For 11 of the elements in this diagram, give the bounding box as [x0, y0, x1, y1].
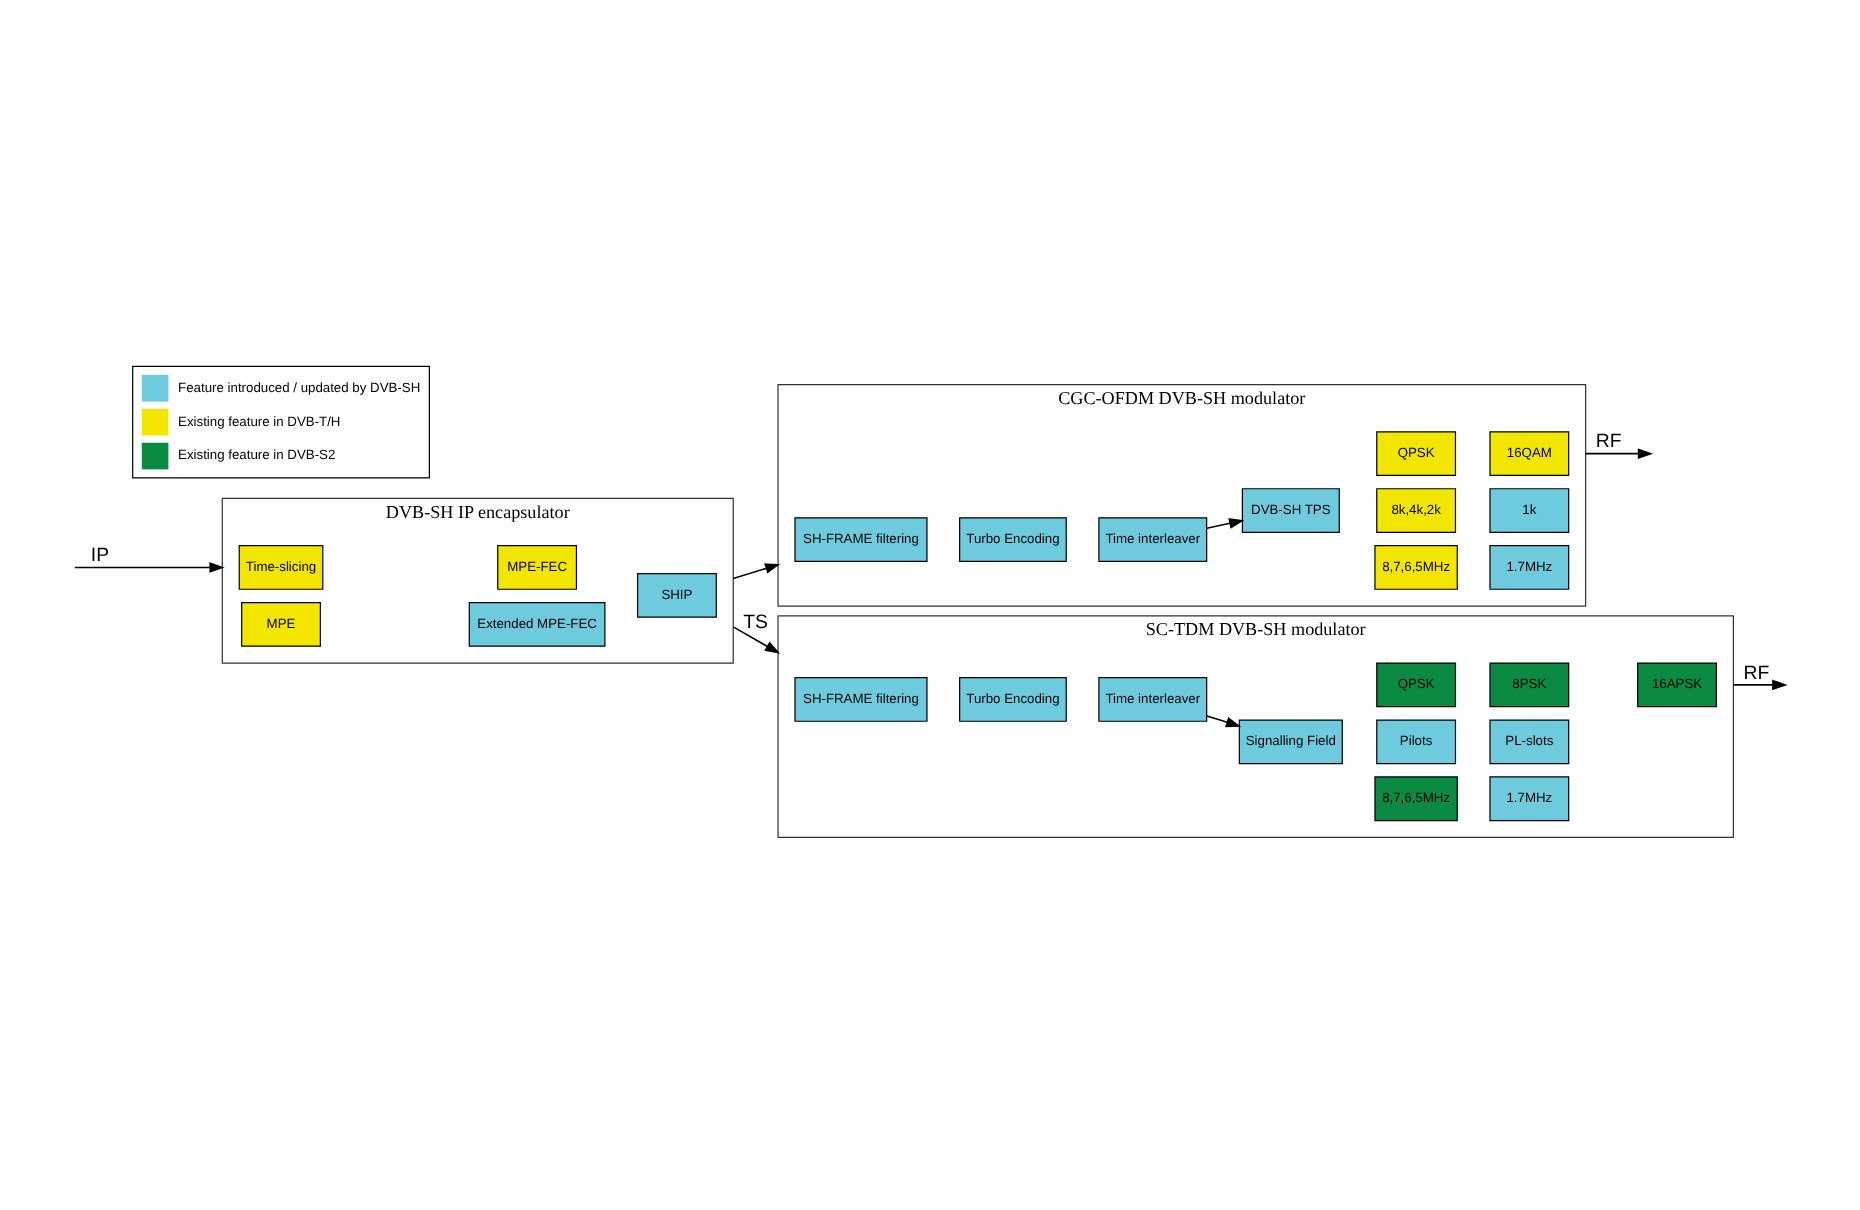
arrow [1584, 448, 1654, 459]
edge-label: RF [1743, 662, 1770, 685]
arrow [1206, 715, 1242, 728]
arrow [74, 562, 225, 573]
arrow [732, 563, 781, 580]
edge-label: TS [743, 611, 769, 634]
edge-label: RF [1595, 431, 1622, 454]
edge-label: IP [90, 545, 110, 568]
arrow [1732, 679, 1788, 691]
arrow [1206, 518, 1245, 530]
arrow [732, 626, 781, 654]
